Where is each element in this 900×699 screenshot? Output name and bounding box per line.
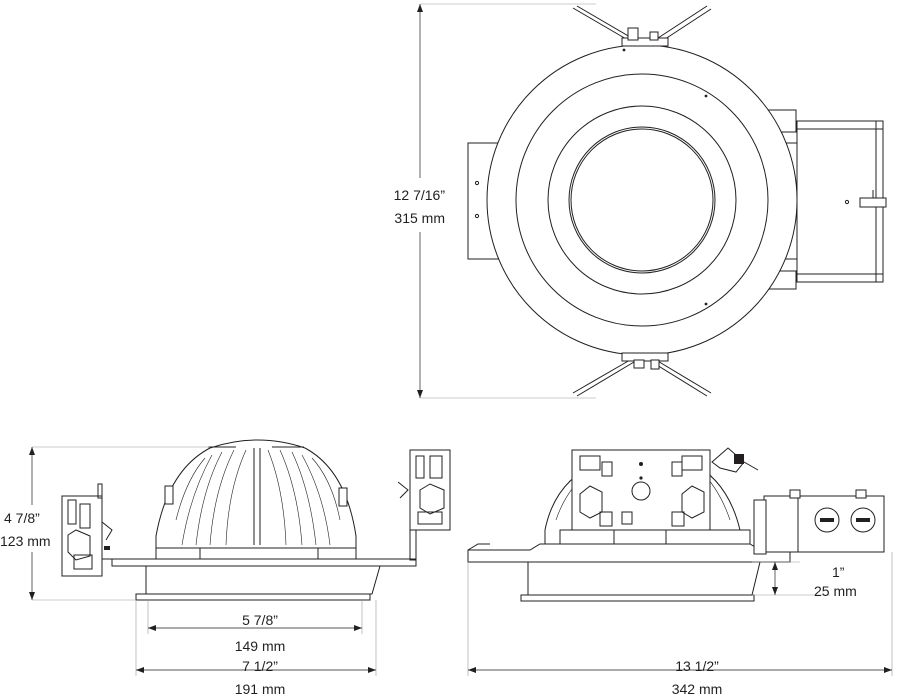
- aperture-inner: [570, 128, 714, 272]
- aperture-width-imperial: 5 7/8”: [242, 612, 278, 628]
- top-height-metric: 315 mm: [394, 210, 445, 226]
- overall-length-metric: 342 mm: [672, 681, 723, 697]
- depth-imperial: 1”: [832, 564, 845, 580]
- overall-length-imperial: 13 1/2”: [675, 658, 719, 674]
- housing-flange: [486, 44, 798, 356]
- aperture-width-metric: 149 mm: [235, 638, 286, 654]
- end-trim: [527, 561, 761, 596]
- junction-box-side: [763, 495, 885, 553]
- end-view: 1” 25 mm 13 1/2” 342 mm: [467, 447, 893, 697]
- trim-ring: [515, 73, 769, 327]
- mounting-plate: [111, 558, 417, 567]
- depth-metric: 25 mm: [814, 583, 857, 599]
- top-height-imperial: 12 7/16”: [394, 187, 446, 203]
- trim-flange: [145, 565, 381, 595]
- side-height-metric: 123 mm: [0, 533, 51, 549]
- trim-width-metric: 191 mm: [235, 681, 286, 697]
- trim-width-imperial: 7 1/2”: [242, 658, 278, 674]
- side-view: 4 7/8” 123 mm 5 7/8” 149 mm 7 1/2” 191 m…: [0, 439, 451, 697]
- reflector-ring: [547, 105, 737, 295]
- heat-sink: [155, 439, 357, 560]
- end-mounting-plate: [467, 543, 791, 563]
- aperture-outer: [568, 126, 716, 274]
- side-height-imperial: 4 7/8”: [4, 510, 40, 526]
- top-view: 12 7/16” 315 mm: [394, 3, 887, 399]
- bracket-left: [61, 495, 103, 577]
